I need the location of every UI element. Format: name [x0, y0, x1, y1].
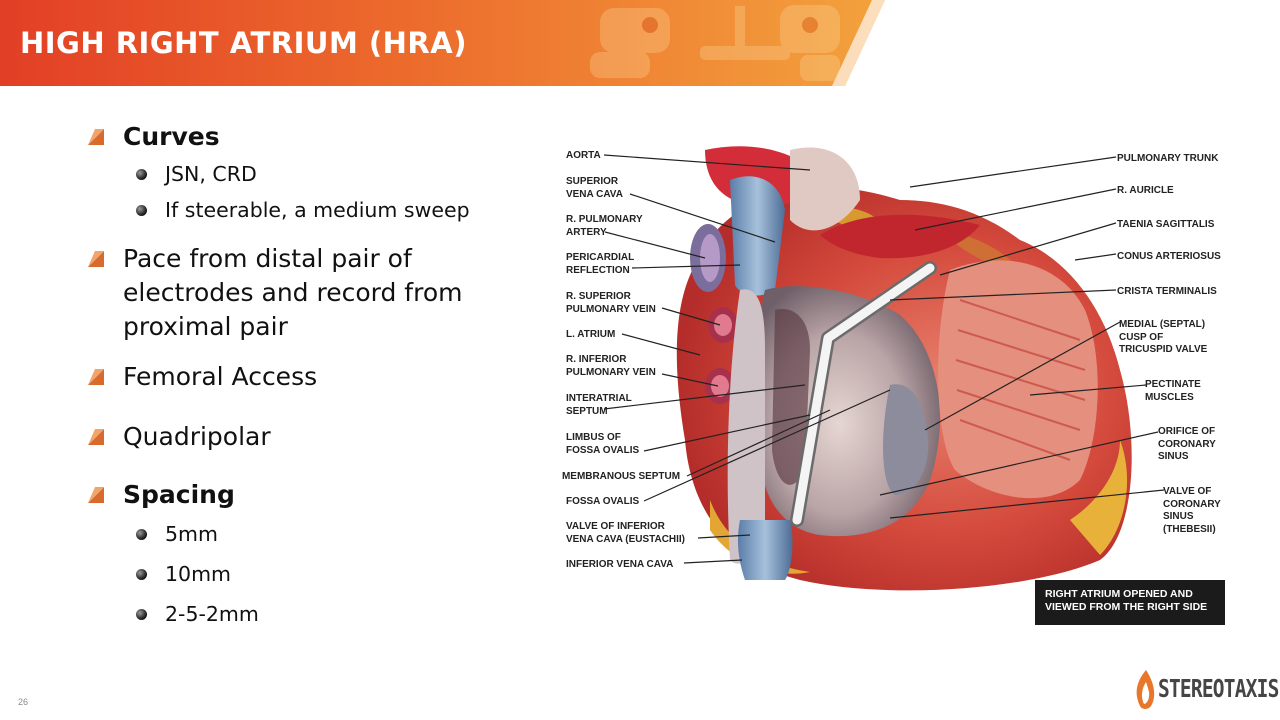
- label-crista-terminalis: CRISTA TERMINALIS: [1117, 285, 1217, 297]
- label-membranous-septum: MEMBRANOUS SEPTUM: [562, 470, 681, 482]
- sub-bullet: 10mm: [88, 554, 508, 594]
- label-taenia-sagittalis: TAENIA SAGITTALIS: [1117, 218, 1215, 230]
- label-aorta: AORTA: [566, 149, 601, 161]
- sub-bullet: If steerable, a medium sweep: [88, 192, 508, 228]
- arrow-bullet-icon: [88, 429, 104, 445]
- label-r-inferior-pulmonary-vein: R. INFERIOR PULMONARY VEIN: [566, 353, 656, 378]
- label-pectinate-muscles: PECTINATE MUSCLES: [1145, 378, 1201, 403]
- title-banner: HIGH RIGHT ATRIUM (HRA): [0, 0, 1280, 86]
- heart-illustration: [603, 146, 1165, 591]
- banner-graphic: [0, 0, 885, 86]
- bullet-text: Curves: [123, 122, 220, 151]
- sub-bullet-text: 2-5-2mm: [165, 602, 259, 626]
- bullet-curves: Curves: [88, 120, 508, 154]
- label-r-superior-pulmonary-vein: R. SUPERIOR PULMONARY VEIN: [566, 290, 656, 315]
- bullet-quadripolar: Quadripolar: [88, 420, 508, 454]
- bullet-femoral-access: Femoral Access: [88, 360, 508, 394]
- bullet-text-line: electrodes and record from: [123, 278, 463, 307]
- label-superior-vena-cava: SUPERIOR VENA CAVA: [566, 175, 623, 200]
- label-r-pulmonary-artery: R. PULMONARY ARTERY: [566, 213, 643, 238]
- dot-bullet-icon: [136, 205, 147, 216]
- dot-bullet-icon: [136, 169, 147, 180]
- sub-bullet: 2-5-2mm: [88, 594, 508, 634]
- arrow-bullet-icon: [88, 129, 104, 145]
- bullet-text: Quadripolar: [123, 422, 271, 451]
- bullet-spacing: Spacing: [88, 478, 508, 512]
- label-orifice-of-coronary-sinus: ORIFICE OF CORONARY SINUS: [1158, 425, 1216, 462]
- arrow-bullet-icon: [88, 251, 104, 267]
- label-valve-of-inferior-vena-cava: VALVE OF INFERIOR VENA CAVA (EUSTACHII): [566, 520, 685, 545]
- dot-bullet-icon: [136, 529, 147, 540]
- bullet-text: Spacing: [123, 480, 235, 509]
- bullet-text-line: proximal pair: [123, 312, 288, 341]
- sub-bullet: JSN, CRD: [88, 156, 508, 192]
- sub-bullet-text: 5mm: [165, 522, 218, 546]
- arrow-bullet-icon: [88, 369, 104, 385]
- label-conus-arteriosus: CONUS ARTERIOSUS: [1117, 250, 1221, 262]
- label-valve-of-coronary-sinus: VALVE OF CORONARY SINUS (THEBESII): [1163, 485, 1221, 535]
- heart-anatomy-figure: AORTA SUPERIOR VENA CAVA R. PULMONARY AR…: [560, 140, 1230, 630]
- stereotaxis-logo: STEREOTAXIS: [1132, 668, 1279, 712]
- label-interatrial-septum: INTERATRIAL SEPTUM: [566, 392, 632, 417]
- slide-title: HIGH RIGHT ATRIUM (HRA): [20, 26, 467, 60]
- bullet-text: Femoral Access: [123, 362, 318, 391]
- label-inferior-vena-cava: INFERIOR VENA CAVA: [566, 558, 674, 570]
- dot-bullet-icon: [136, 609, 147, 620]
- bullet-pace: Pace from distal pair of electrodes and …: [88, 242, 508, 344]
- sub-bullet-text: 10mm: [165, 562, 232, 586]
- label-pericardial-reflection: PERICARDIAL REFLECTION: [566, 251, 635, 276]
- label-medial-septal-cusp: MEDIAL (SEPTAL) CUSP OF TRICUSPID VALVE: [1119, 318, 1208, 355]
- label-pulmonary-trunk: PULMONARY TRUNK: [1117, 152, 1219, 164]
- logo-wordmark: STEREOTAXIS: [1158, 674, 1279, 703]
- page-number: 26: [18, 697, 29, 707]
- dot-bullet-icon: [136, 569, 147, 580]
- label-limbus-of-fossa-ovalis: LIMBUS OF FOSSA OVALIS: [566, 431, 640, 456]
- label-fossa-ovalis: FOSSA OVALIS: [566, 495, 640, 507]
- sub-bullet-text: If steerable, a medium sweep: [165, 198, 470, 222]
- label-l-atrium: L. ATRIUM: [566, 328, 616, 340]
- bullet-list: Curves JSN, CRD If steerable, a medium s…: [88, 120, 508, 634]
- label-r-auricle: R. AURICLE: [1117, 184, 1174, 196]
- arrow-bullet-icon: [88, 487, 104, 503]
- bullet-text-line: Pace from distal pair of: [123, 244, 412, 273]
- flame-logo-icon: [1136, 670, 1155, 709]
- sub-bullet-text: JSN, CRD: [165, 162, 257, 186]
- sub-bullet: 5mm: [88, 514, 508, 554]
- figure-caption: RIGHT ATRIUM OPENED AND VIEWED FROM THE …: [1035, 580, 1225, 625]
